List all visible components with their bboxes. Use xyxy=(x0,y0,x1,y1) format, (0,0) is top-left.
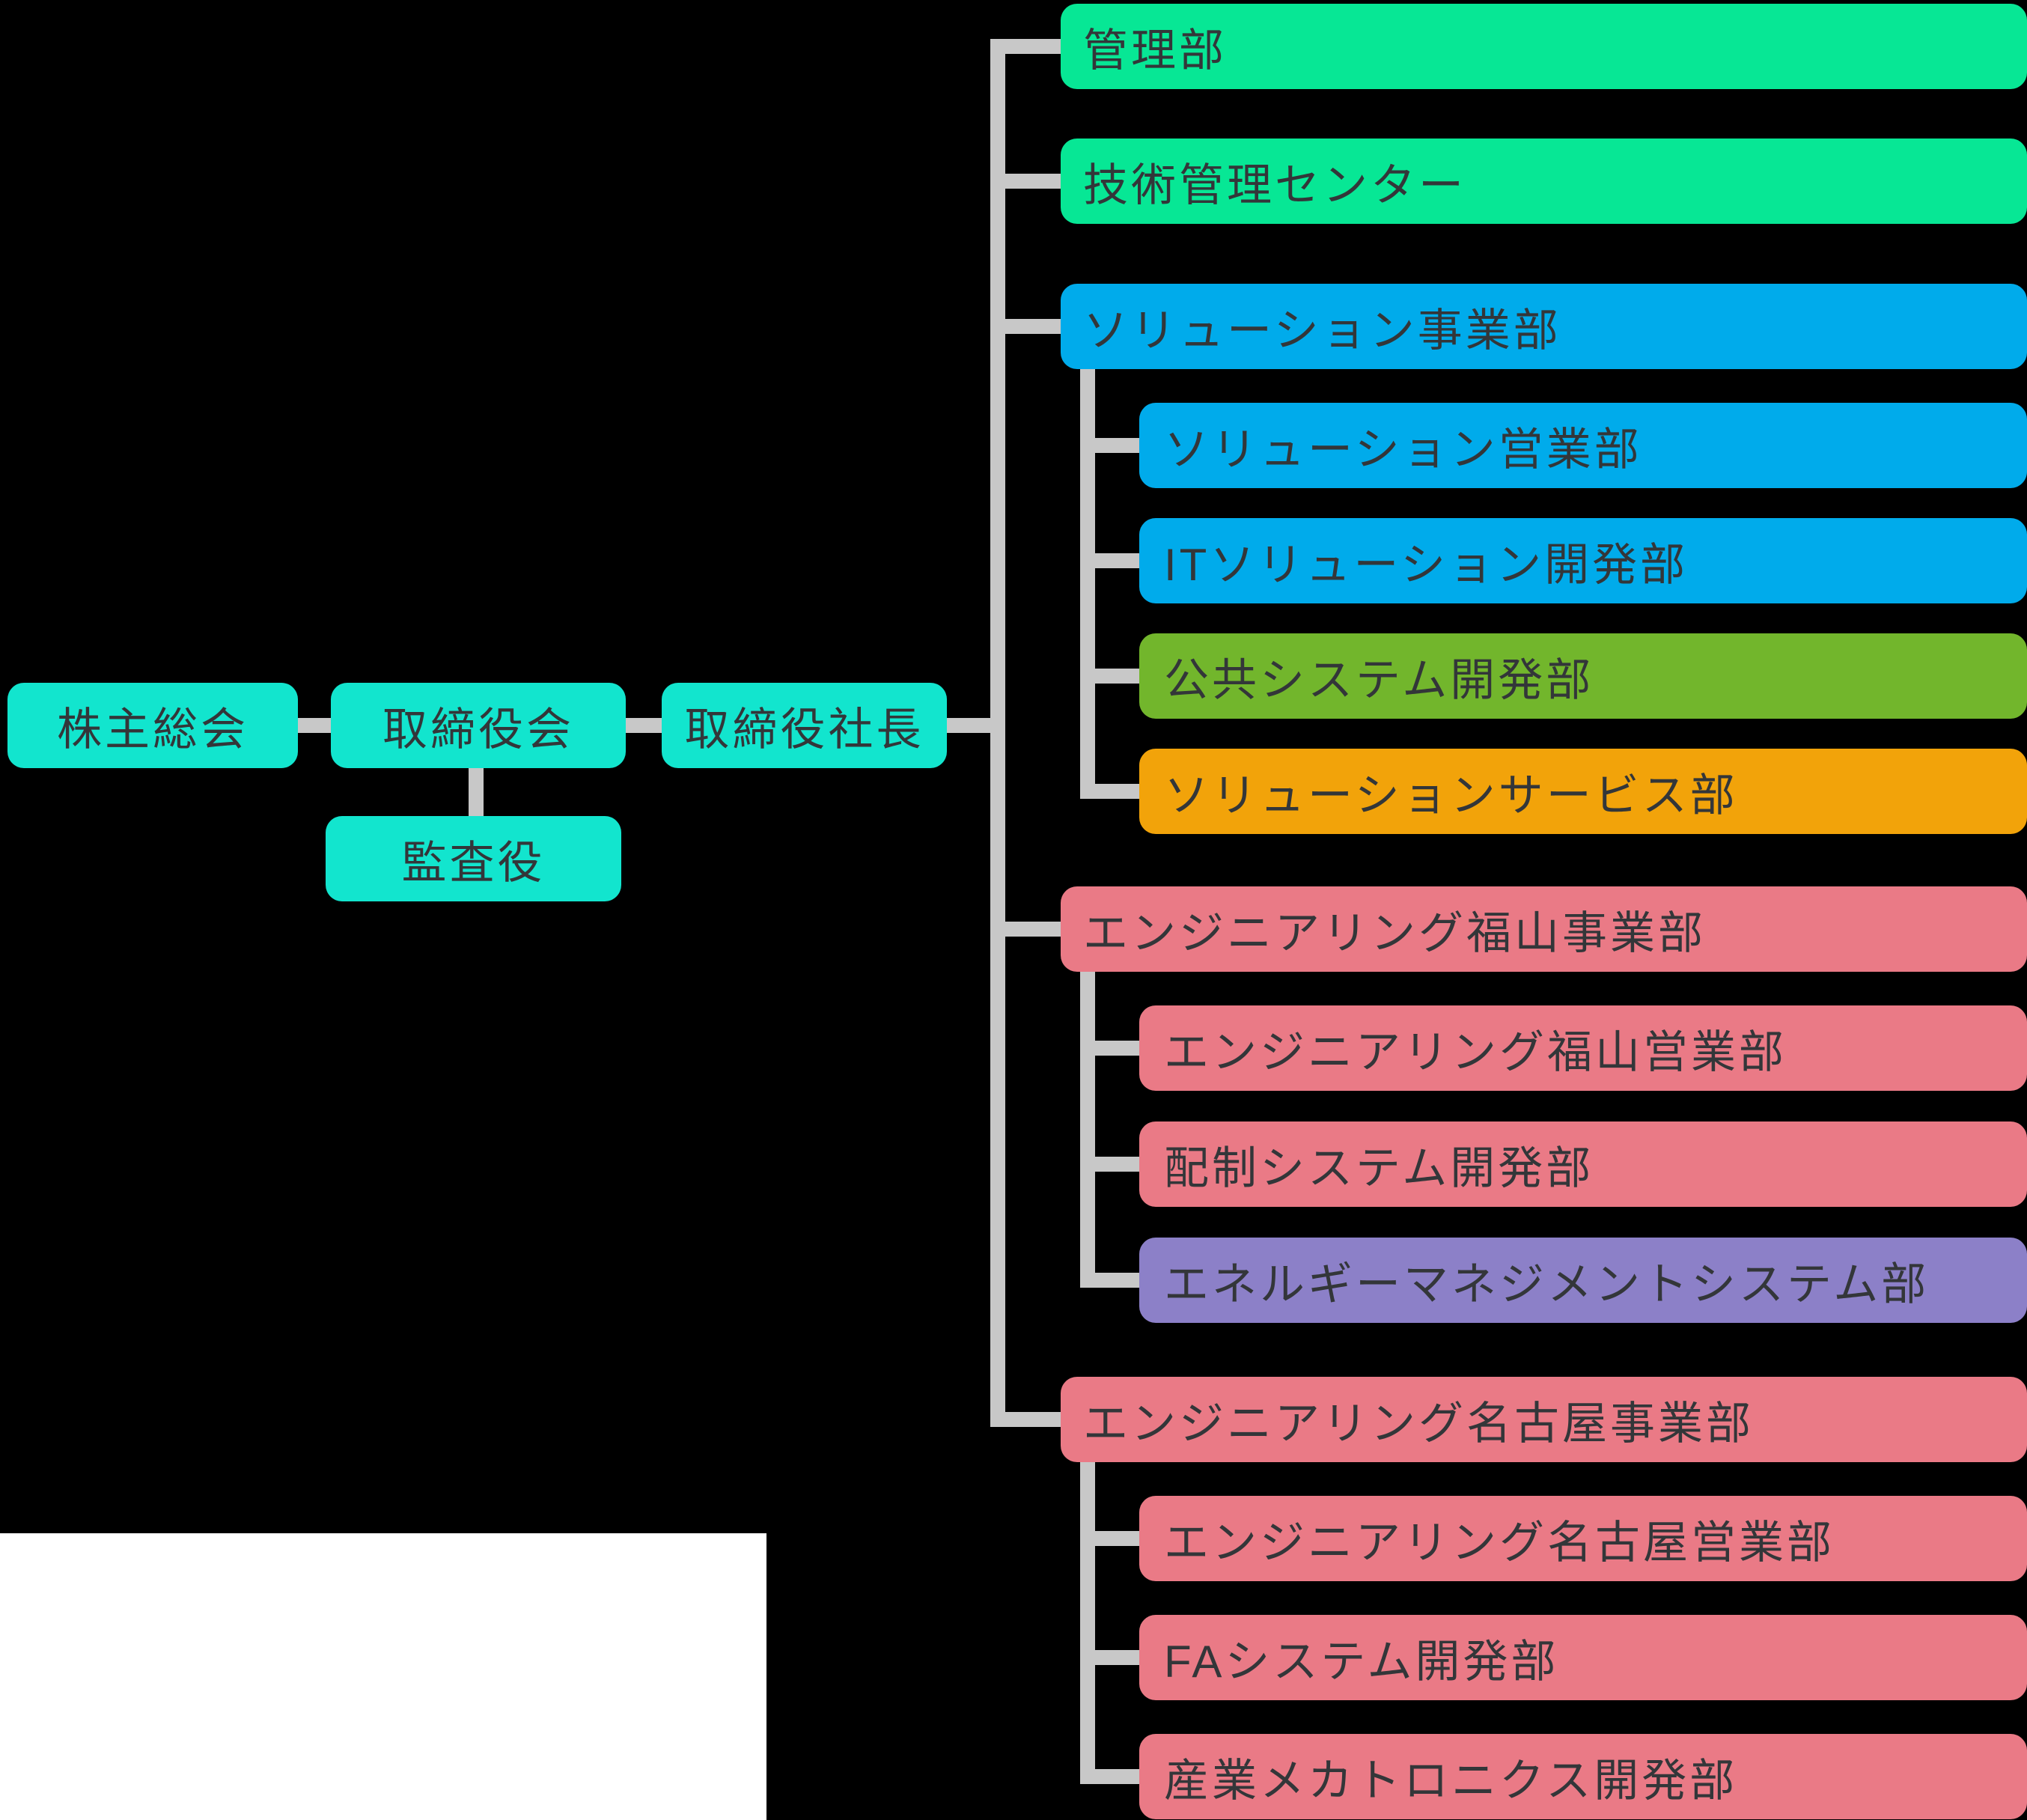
trunk-stub-line xyxy=(1005,319,1061,334)
board-of-directors-box: 取締役会 xyxy=(331,683,626,768)
child-stub-line xyxy=(1095,553,1139,568)
board-of-directors-label: 取締役会 xyxy=(382,704,574,755)
auditor-box: 監査役 xyxy=(326,816,621,901)
dept-label: ソリューションサービス部 xyxy=(1164,770,1738,821)
subdept-box: 配制システム開発部 xyxy=(1139,1121,2027,1207)
connector-president-trunk xyxy=(947,718,990,733)
dept-label: エンジニアリング名古屋事業部 xyxy=(1083,1398,1754,1449)
dept-box: エンジニアリング福山事業部 xyxy=(1061,886,2027,972)
dept-box: ソリューション事業部 xyxy=(1061,284,2027,369)
trunk-stub-line xyxy=(1005,39,1061,54)
dept-label: ITソリューション開発部 xyxy=(1164,539,1689,590)
connector-board-president xyxy=(626,718,662,733)
trunk-stub-line xyxy=(1005,922,1061,937)
subdept-box: 産業メカトロニクス開発部 xyxy=(1139,1734,2027,1819)
dept-label: 技術管理センター xyxy=(1083,159,1466,210)
child-stub-line xyxy=(1095,1531,1139,1546)
dept-label: 管理部 xyxy=(1083,25,1227,76)
main-trunk-line xyxy=(990,39,1005,1427)
subdept-box: FAシステム開発部 xyxy=(1139,1615,2027,1700)
child-trunk-line xyxy=(1080,369,1095,799)
connector-board-auditor xyxy=(469,768,484,816)
trunk-stub-line xyxy=(1005,1412,1061,1427)
dept-label: エンジニアリング福山事業部 xyxy=(1083,907,1706,958)
white-background-panel xyxy=(0,1533,766,1820)
child-stub-line xyxy=(1095,1041,1139,1056)
dept-label: ソリューション営業部 xyxy=(1164,424,1642,475)
dept-label: ソリューション事業部 xyxy=(1083,305,1561,356)
dept-box: 技術管理センター xyxy=(1061,139,2027,224)
subdept-box: エネルギーマネジメントシステム部 xyxy=(1139,1238,2027,1323)
child-stub-line xyxy=(1095,784,1139,799)
subdept-box: 公共システム開発部 xyxy=(1139,633,2027,719)
child-stub-line xyxy=(1095,1157,1139,1172)
dept-box: 管理部 xyxy=(1061,4,2027,89)
shareholders-meeting-label: 株主総会 xyxy=(57,704,249,755)
subdept-box: ソリューションサービス部 xyxy=(1139,749,2027,834)
child-trunk-line xyxy=(1080,972,1095,1288)
dept-label: エネルギーマネジメントシステム部 xyxy=(1164,1259,1930,1309)
dept-label: 配制システム開発部 xyxy=(1164,1142,1594,1193)
president-box: 取締役社長 xyxy=(662,683,947,768)
subdept-box: ソリューション営業部 xyxy=(1139,403,2027,488)
dept-label: FAシステム開発部 xyxy=(1164,1636,1559,1687)
child-stub-line xyxy=(1095,438,1139,453)
auditor-label: 監査役 xyxy=(401,837,546,888)
dept-label: エンジニアリング福山営業部 xyxy=(1164,1026,1787,1077)
subdept-box: ITソリューション開発部 xyxy=(1139,518,2027,603)
child-stub-line xyxy=(1095,1273,1139,1288)
dept-label: エンジニアリング名古屋営業部 xyxy=(1164,1517,1835,1568)
child-stub-line xyxy=(1095,1650,1139,1665)
dept-label: 産業メカトロニクス開発部 xyxy=(1164,1755,1738,1806)
subdept-box: エンジニアリング名古屋営業部 xyxy=(1139,1496,2027,1581)
dept-label: 公共システム開発部 xyxy=(1164,654,1594,705)
connector-shareholders-board xyxy=(298,718,331,733)
dept-box: エンジニアリング名古屋事業部 xyxy=(1061,1377,2027,1462)
child-stub-line xyxy=(1095,669,1139,684)
child-stub-line xyxy=(1095,1769,1139,1784)
shareholders-meeting-box: 株主総会 xyxy=(7,683,298,768)
trunk-stub-line xyxy=(1005,174,1061,189)
subdept-box: エンジニアリング福山営業部 xyxy=(1139,1005,2027,1091)
president-label: 取締役社長 xyxy=(684,704,924,755)
child-trunk-line xyxy=(1080,1462,1095,1784)
